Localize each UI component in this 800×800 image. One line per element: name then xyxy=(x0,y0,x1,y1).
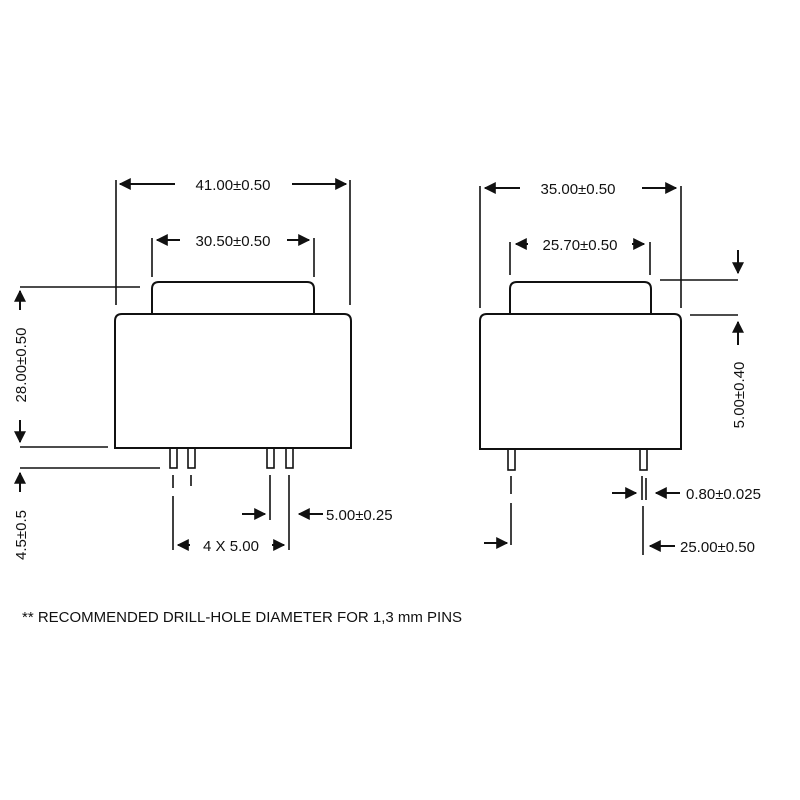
front-overall-width-label: 41.00±0.50 xyxy=(196,177,271,194)
transformer-body xyxy=(114,313,352,449)
front-bump-width-label: 30.50±0.50 xyxy=(196,233,271,250)
pin-centerlines xyxy=(172,475,290,550)
pin xyxy=(266,447,275,469)
pin xyxy=(169,447,178,469)
side-bump-width-label: 25.70±0.50 xyxy=(543,237,618,254)
front-pin-length-label: 4.5±0.5 xyxy=(13,510,30,560)
side-overall-width-label: 35.00±0.50 xyxy=(541,181,616,198)
side-pin-distance-label: 25.00±0.50 xyxy=(680,539,755,556)
pin xyxy=(507,448,516,471)
core-bump xyxy=(151,281,315,314)
transformer-body xyxy=(479,313,682,450)
side-view: 35.00±0.50 25.70±0.50 5.00±0.40 0.80±0.0… xyxy=(479,181,761,556)
front-view: 41.00±0.50 30.50±0.50 28.00±0.50 xyxy=(13,177,393,560)
side-bump-height-label: 5.00±0.40 xyxy=(731,362,748,429)
core-bump xyxy=(509,281,652,314)
pins xyxy=(169,447,294,469)
side-pin-diameter-label: 0.80±0.025 xyxy=(686,486,761,503)
pin-centerlines xyxy=(510,476,647,555)
front-body-height-label: 28.00±0.50 xyxy=(13,328,30,403)
pin xyxy=(187,447,196,469)
front-pin-spacing-label: 5.00±0.25 xyxy=(326,507,393,524)
pin xyxy=(639,448,648,471)
front-pin-pitch-label: 4 X 5.00 xyxy=(203,538,259,555)
pin xyxy=(285,447,294,469)
footnote: ** RECOMMENDED DRILL-HOLE DIAMETER FOR 1… xyxy=(22,609,462,626)
